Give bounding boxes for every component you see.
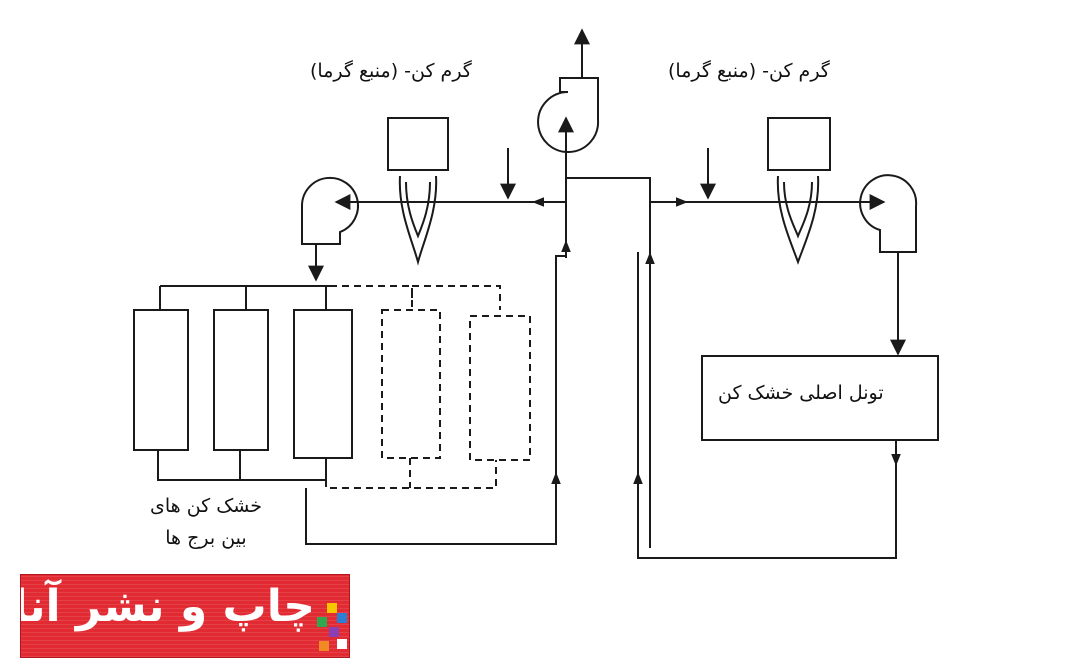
main-tunnel-label: تونل اصلی خشک کن [718,382,884,404]
right-heater-label: گرم کن- (منبع گرما) [668,60,830,82]
inter-tower-dryer-2 [213,309,269,451]
logo-mosaic-icon [317,603,347,653]
inter-tower-dryer-3 [293,309,353,459]
main-tunnel-box [701,355,939,441]
left-heater-icon [387,117,449,266]
inter-tower-dryer-1 [133,309,189,451]
exhaust-fan-icon [537,28,600,153]
left-heater-label: گرم کن- (منبع گرما) [310,60,472,82]
right-heater-icon [767,117,831,265]
inter-tower-label-line1: خشک کن های [150,495,262,517]
inter-tower-label-line2: بین برج ها [165,527,247,549]
logo-background-stripes [21,575,349,657]
dashed-dryers [325,285,531,489]
logo-text: چاپ و نشر آنلاین [21,581,316,632]
right-fan-icon [859,174,918,253]
inter-tower-return-duct [305,202,567,545]
inter-tower-label: خشک کن های بین برج ها [150,490,262,554]
central-junction-duct [565,177,651,548]
left-fan-icon [300,176,359,245]
publisher-logo: چاپ و نشر آنلاین [20,574,350,658]
tunnel-return-duct [637,252,897,559]
